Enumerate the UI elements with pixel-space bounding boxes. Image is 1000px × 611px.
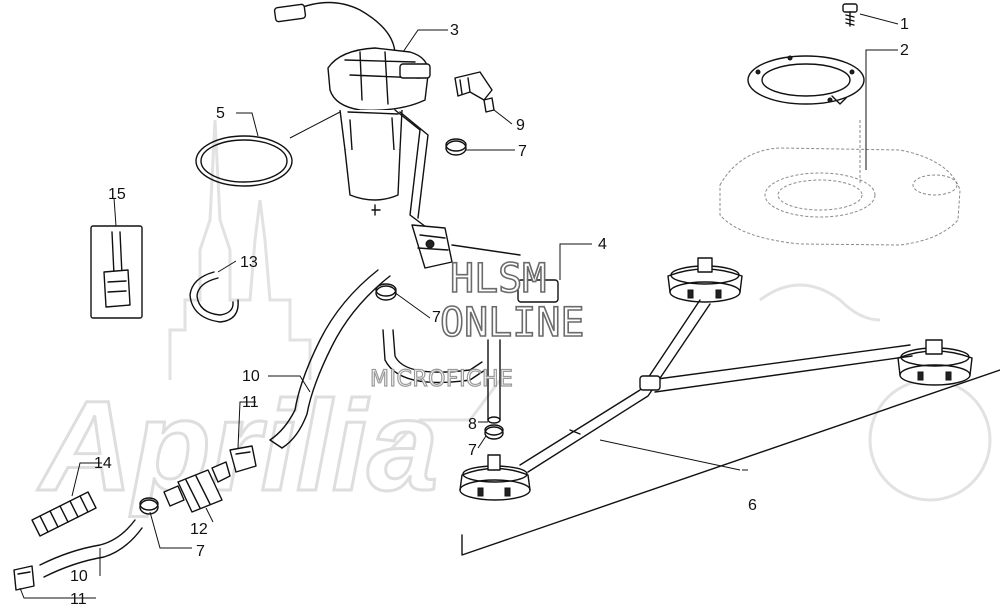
callout-5: 5 [216,105,225,122]
leader-lines [19,13,899,599]
part-8-pipe [487,339,501,424]
part-11-clamp-lower [13,565,35,591]
callout-9: 9 [516,117,525,134]
callout-10-lower: 10 [70,568,88,585]
part-6-vent-system [459,257,1000,556]
skyline-ghost [168,119,312,380]
callout-7-upper: 7 [518,143,527,160]
callout-7-lower: 7 [468,442,477,459]
callout-7-mid: 7 [432,309,441,326]
part-10-hose-upper [269,269,486,449]
bike-ghost [378,283,881,462]
callout-2: 2 [900,42,909,59]
vent-canister-bottom [459,454,531,501]
callout-12: 12 [190,521,208,538]
vent-canister-top [667,257,743,303]
hlsm-watermark: HLSM ONLINE MICROFICHE [369,255,585,392]
part-7-clamp-filter [139,497,159,515]
watermark-line1: HLSM [450,256,546,302]
part-12-fuel-filter [163,461,231,513]
wheel-ghost [868,378,992,502]
part-11-clamp-upper [229,445,257,473]
callout-8: 8 [468,416,477,433]
part-7-clamp-upper [445,138,467,156]
callout-1: 1 [900,16,909,33]
part-14-sleeve [31,491,97,537]
callout-13: 13 [240,254,258,271]
callout-15: 15 [108,186,126,203]
callout-10-upper: 10 [242,368,260,385]
callout-7-filter: 7 [196,543,205,560]
part-2-gasket-ring [747,55,865,105]
callout-3: 3 [450,22,459,39]
part-10-hose-lower [39,519,143,578]
part-9-elbow-connector [454,71,495,113]
callout-4: 4 [598,236,607,253]
part-15-connector-box [90,225,143,319]
callout-11-lower: 11 [70,591,87,608]
watermark-line2: ONLINE [440,300,585,346]
callout-11-upper: 11 [242,394,259,411]
part-3-fuel-pump [273,1,559,303]
level-sender [411,224,559,303]
vent-canister-right [897,339,973,386]
callout-6: 6 [748,497,757,514]
part-7-clamp-mid [375,283,397,301]
watermark-line3: MICROFICHE [370,367,513,392]
fuel-tank-outline [719,120,961,246]
part-13-spring-clip [189,271,239,323]
part-5-o-ring [195,135,293,187]
callout-labels: 1 2 3 4 5 6 7 7 7 7 8 9 10 10 11 11 12 1… [70,16,909,608]
callout-14: 14 [94,455,112,472]
part-1-screw [842,3,858,27]
part-7-clamp-lower [484,424,504,440]
